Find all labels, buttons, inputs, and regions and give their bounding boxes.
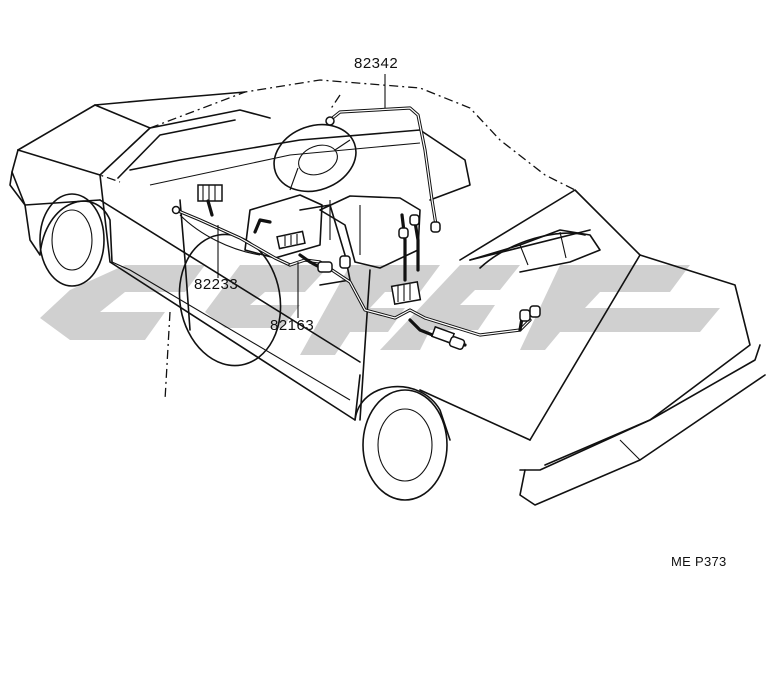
center-console [299, 204, 351, 286]
junction-block [390, 281, 422, 305]
dashboard [129, 129, 471, 201]
wiring-harness [171, 106, 541, 350]
callout-82342: 82342 [354, 55, 399, 72]
roof-outline [149, 79, 576, 191]
callout-82233: 82233 [194, 276, 239, 293]
front-wheel [39, 193, 105, 287]
reference-code: ME P373 [671, 554, 727, 569]
side-panel [99, 174, 361, 421]
front-seat-left [244, 194, 323, 259]
windshield [99, 109, 271, 176]
car-body [9, 79, 766, 506]
hood [17, 91, 246, 151]
steering-wheel [273, 123, 357, 193]
rear-wheel [362, 389, 448, 501]
watermark-logo [40, 265, 720, 355]
leader-lines [217, 74, 386, 318]
callout-82163: 82163 [270, 317, 315, 334]
